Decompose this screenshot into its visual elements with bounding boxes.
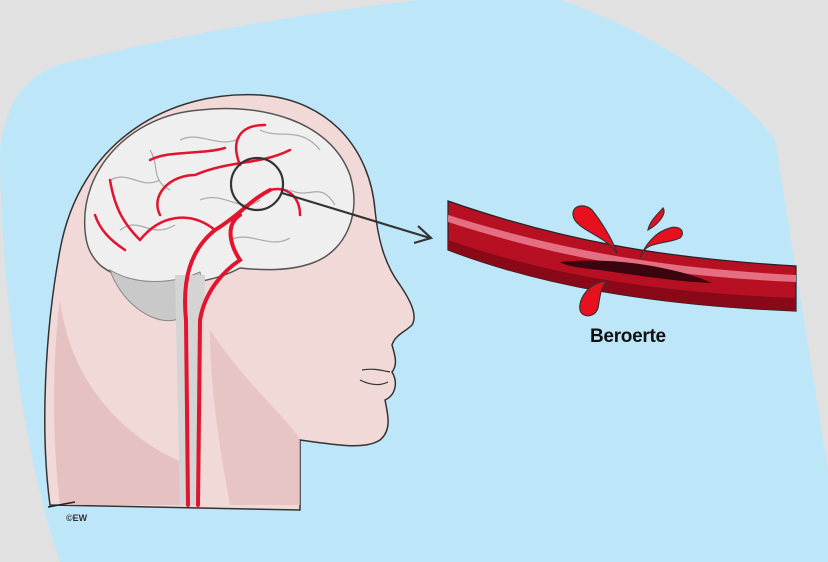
arteries xyxy=(93,123,302,507)
shoulder-line xyxy=(47,501,76,508)
copyright-text: ©EW xyxy=(66,513,88,523)
pointer-arrow xyxy=(281,191,434,245)
blood-drops xyxy=(572,205,683,317)
tear xyxy=(560,260,712,283)
stroke-label: Beroerte xyxy=(590,326,666,347)
zoom-circle xyxy=(229,156,285,212)
ruptured-blood-vessel xyxy=(447,200,797,317)
